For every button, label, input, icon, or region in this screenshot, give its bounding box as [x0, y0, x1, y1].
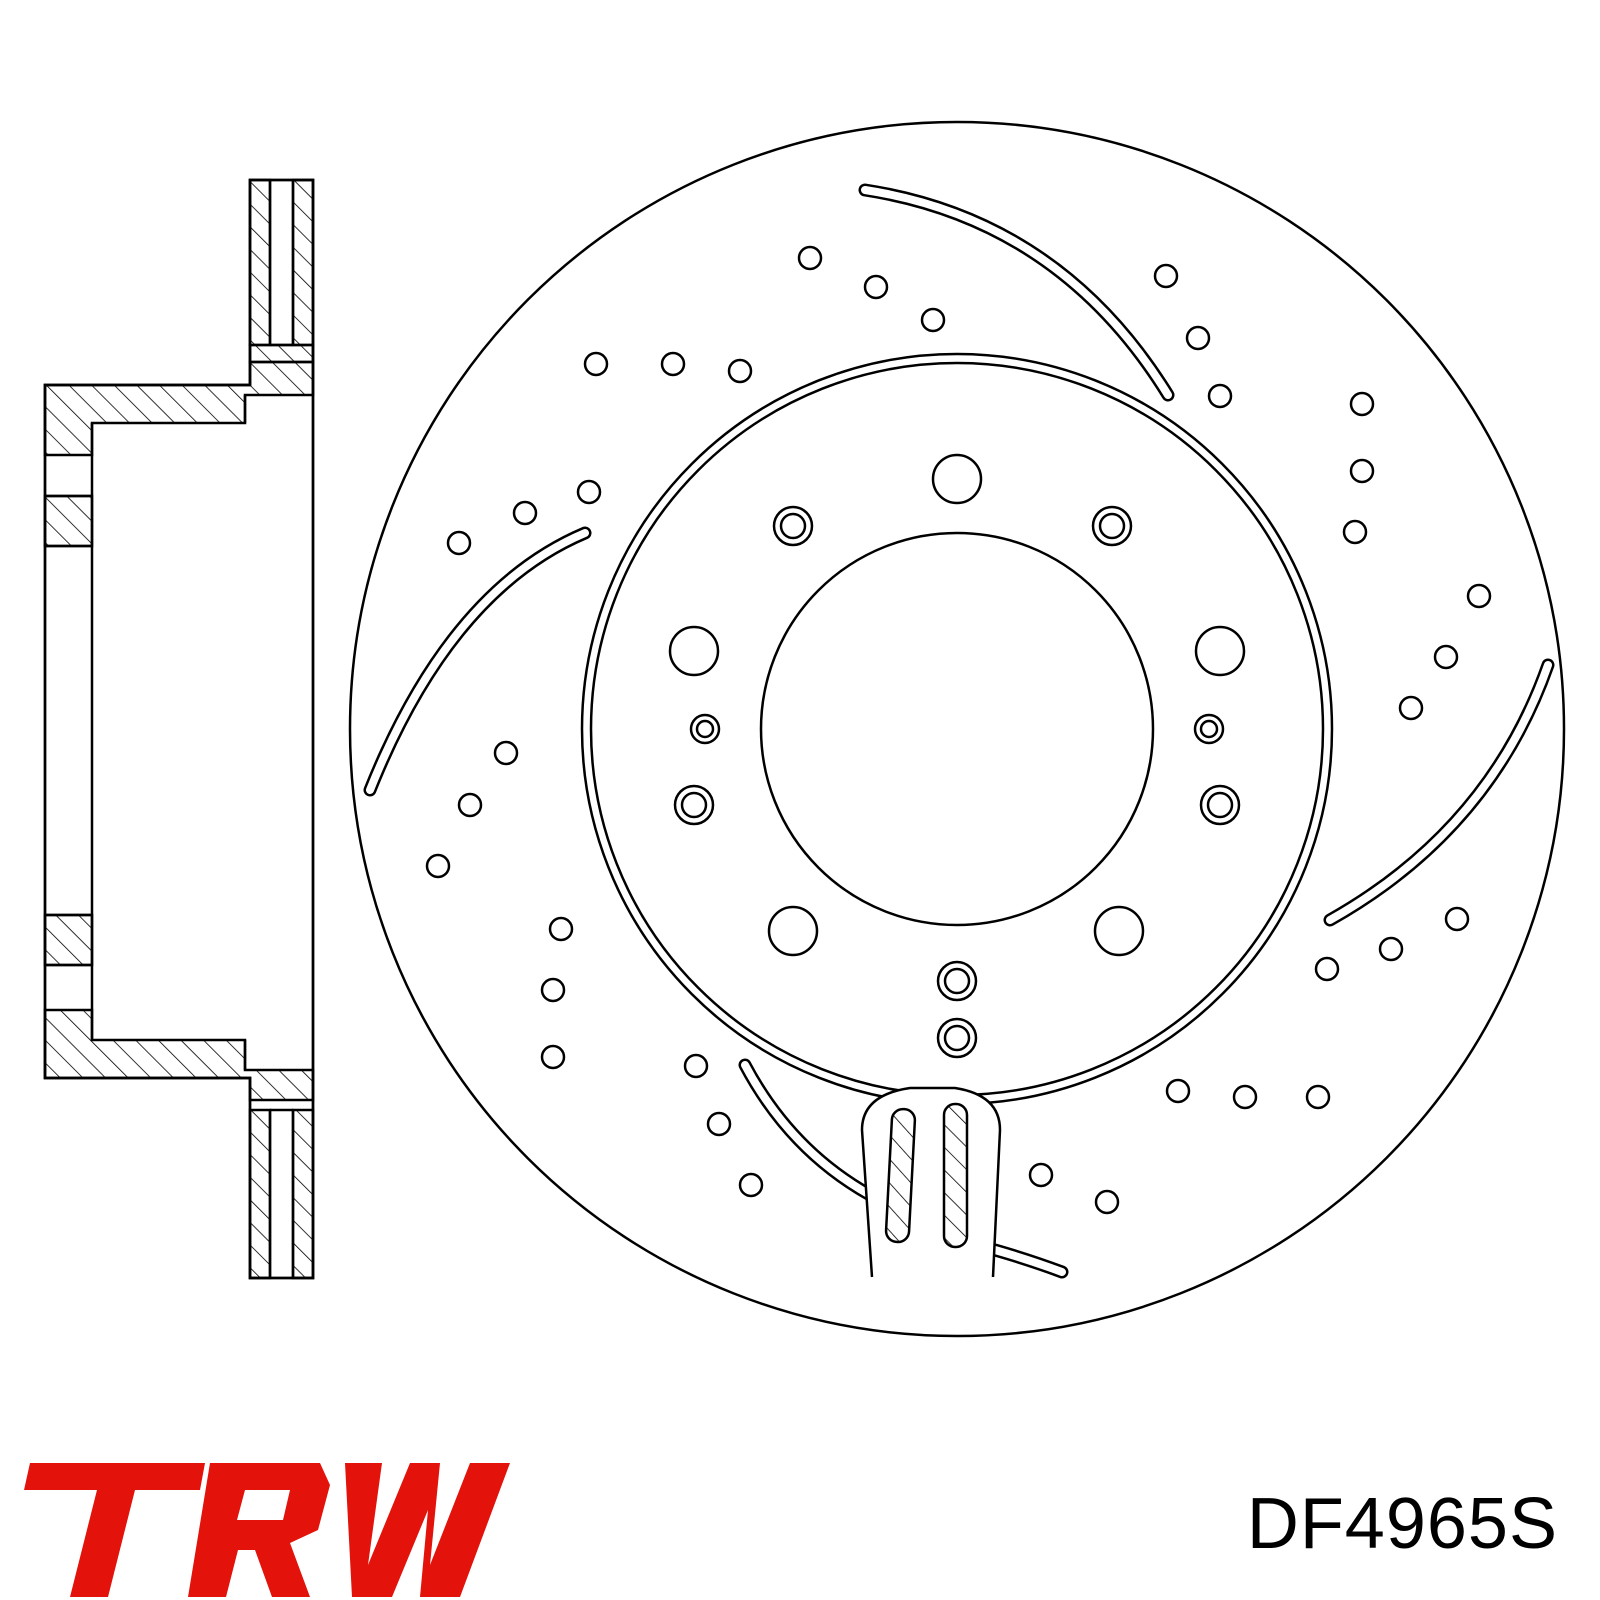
screw-hole [1199, 784, 1241, 826]
bolt-hole [1194, 625, 1246, 677]
bolt-hole [668, 625, 720, 677]
vent-bottom-right-hatch [291, 1108, 315, 1280]
balance-slot [884, 1107, 917, 1244]
screw-hole [936, 1017, 978, 1059]
slot-bottom [741, 1061, 874, 1199]
bolt-hole [767, 905, 819, 957]
screw-hole [1091, 505, 1133, 547]
trw-logo-letters [24, 1463, 510, 1597]
screw-hole [936, 960, 978, 1002]
screw-hole [1193, 713, 1225, 745]
vent-bottom-left-hatch [248, 1108, 272, 1280]
slot-left [366, 529, 589, 794]
trw-logo [24, 1463, 510, 1597]
center-bore [759, 531, 1155, 927]
front-view [348, 120, 1566, 1338]
bolt-hole [1093, 905, 1145, 957]
slot-bottom-right [991, 1246, 1066, 1276]
screw-hole [772, 505, 814, 547]
bolt-hole [931, 453, 983, 505]
slot-right [1326, 661, 1552, 924]
disc-outer-edge [348, 120, 1566, 1338]
screw-hole [689, 713, 721, 745]
vent-top-cheek-hatch [248, 343, 315, 364]
slot-top [861, 186, 1172, 399]
balance-slot [942, 1102, 969, 1249]
cross-section-view [43, 178, 315, 1280]
section-wall-hatch-1 [43, 494, 94, 548]
drilled-holes [425, 245, 1492, 1215]
vent-top-left-hatch [248, 178, 272, 347]
part-number: DF4965S [1246, 1484, 1558, 1564]
screw-hole [673, 784, 715, 826]
vent-top-right-hatch [291, 178, 315, 347]
section-wall-hatch-2 [43, 913, 94, 967]
balance-tab [860, 1086, 1002, 1278]
